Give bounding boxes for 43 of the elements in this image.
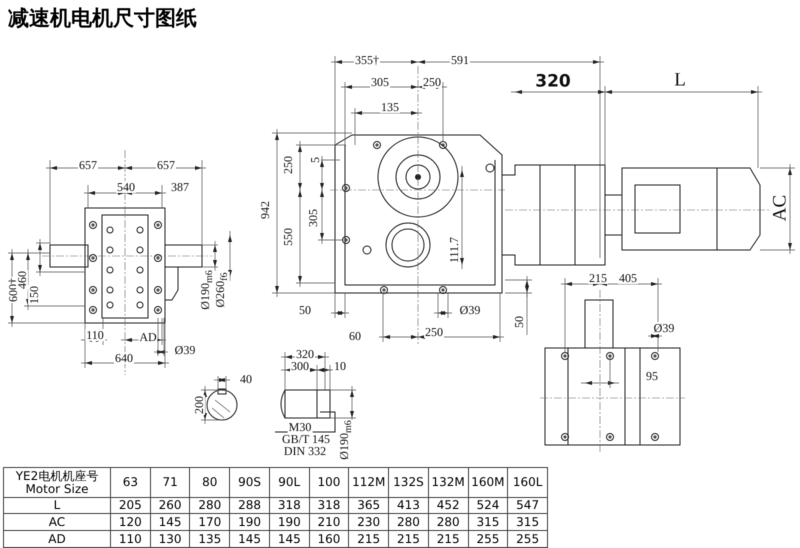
dimension-label: 150 — [28, 285, 40, 305]
dimension-label: 460 — [16, 270, 28, 290]
dimension-label: 50 — [298, 304, 312, 316]
dimension-label: 405 — [618, 272, 638, 284]
dimension-label: 50 — [513, 315, 525, 329]
dimension-label: 250 — [422, 76, 442, 88]
dimension-label: 657 — [78, 159, 98, 171]
dimension-label: 540 — [116, 181, 136, 193]
dimension-label: 10 — [333, 360, 347, 372]
header-cell: 160L — [507, 467, 548, 498]
dimension-label: DIN 332 — [282, 445, 328, 457]
dimension-label: 95 — [645, 370, 659, 382]
dimension-label: 640 — [114, 352, 134, 364]
dimension-label: Ø39 — [174, 344, 196, 356]
dimension-label: 40 — [239, 373, 253, 385]
dimension-label: 111.7 — [448, 236, 460, 264]
dimension-label: 591 — [450, 54, 470, 66]
dimension-label: 135 — [380, 101, 400, 113]
dimension-label: 60 — [348, 330, 362, 342]
dimension-label: Ø39 — [458, 304, 482, 316]
dimension-label: 305 — [370, 76, 390, 88]
dimension-label: M30 — [288, 421, 312, 433]
header-cell: AD — [3, 530, 111, 548]
title: 减速机电机尺寸图纸 — [8, 5, 197, 32]
dimension-label: 305 — [307, 208, 319, 228]
dimension-label: 250 — [424, 326, 444, 338]
dimension-label: AD — [138, 331, 158, 343]
dimension-label: 942 — [259, 200, 271, 220]
dimension-label: GB/T 145 — [280, 433, 332, 445]
table-cell: 255 — [507, 530, 548, 548]
dimension-label: 657 — [156, 159, 176, 171]
dimension-label: 200 — [193, 395, 205, 415]
dimension-label: 5 — [309, 156, 321, 164]
dimension-label: 355† — [354, 54, 380, 66]
dimension-label: Ø39 — [652, 322, 676, 334]
dimension-label: 320 — [295, 348, 315, 360]
dimension-label: 387 — [170, 181, 190, 193]
header-cell: YE2电机机座号 Motor Size — [3, 467, 111, 498]
dimension-label: 300 — [290, 360, 310, 372]
dimension-label: 215 — [588, 272, 608, 284]
dimension-label: 550 — [282, 227, 294, 247]
dimension-label: 110 — [85, 329, 105, 341]
dimension-label: 250 — [282, 155, 294, 175]
